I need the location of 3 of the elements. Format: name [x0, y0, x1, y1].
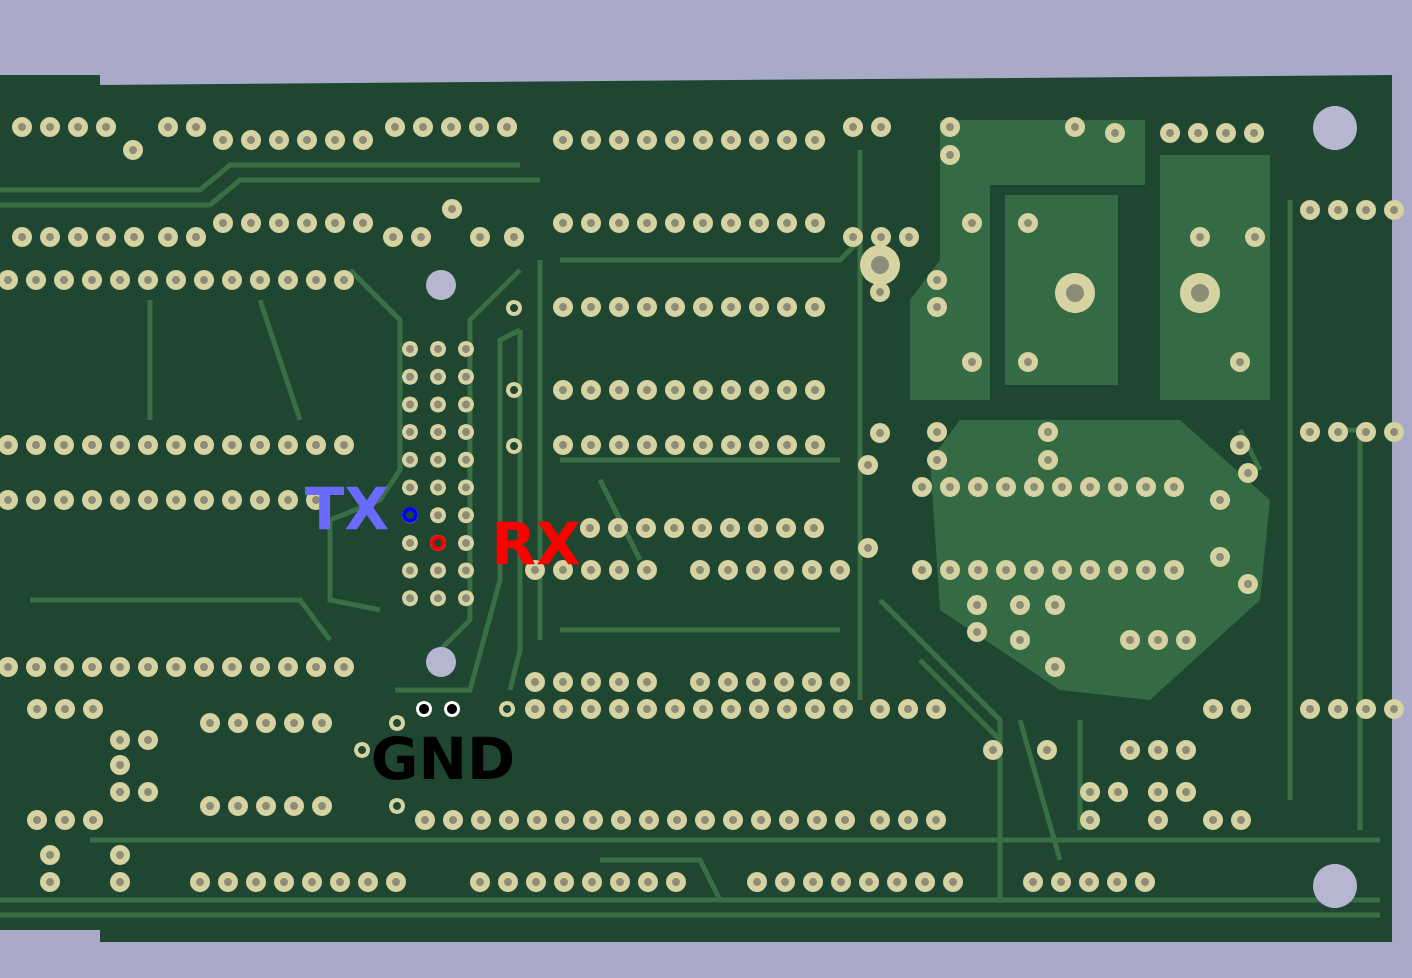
pin-label: TX — [305, 486, 388, 530]
pin-label: RX — [496, 521, 580, 565]
pin-label: GND — [373, 736, 513, 780]
